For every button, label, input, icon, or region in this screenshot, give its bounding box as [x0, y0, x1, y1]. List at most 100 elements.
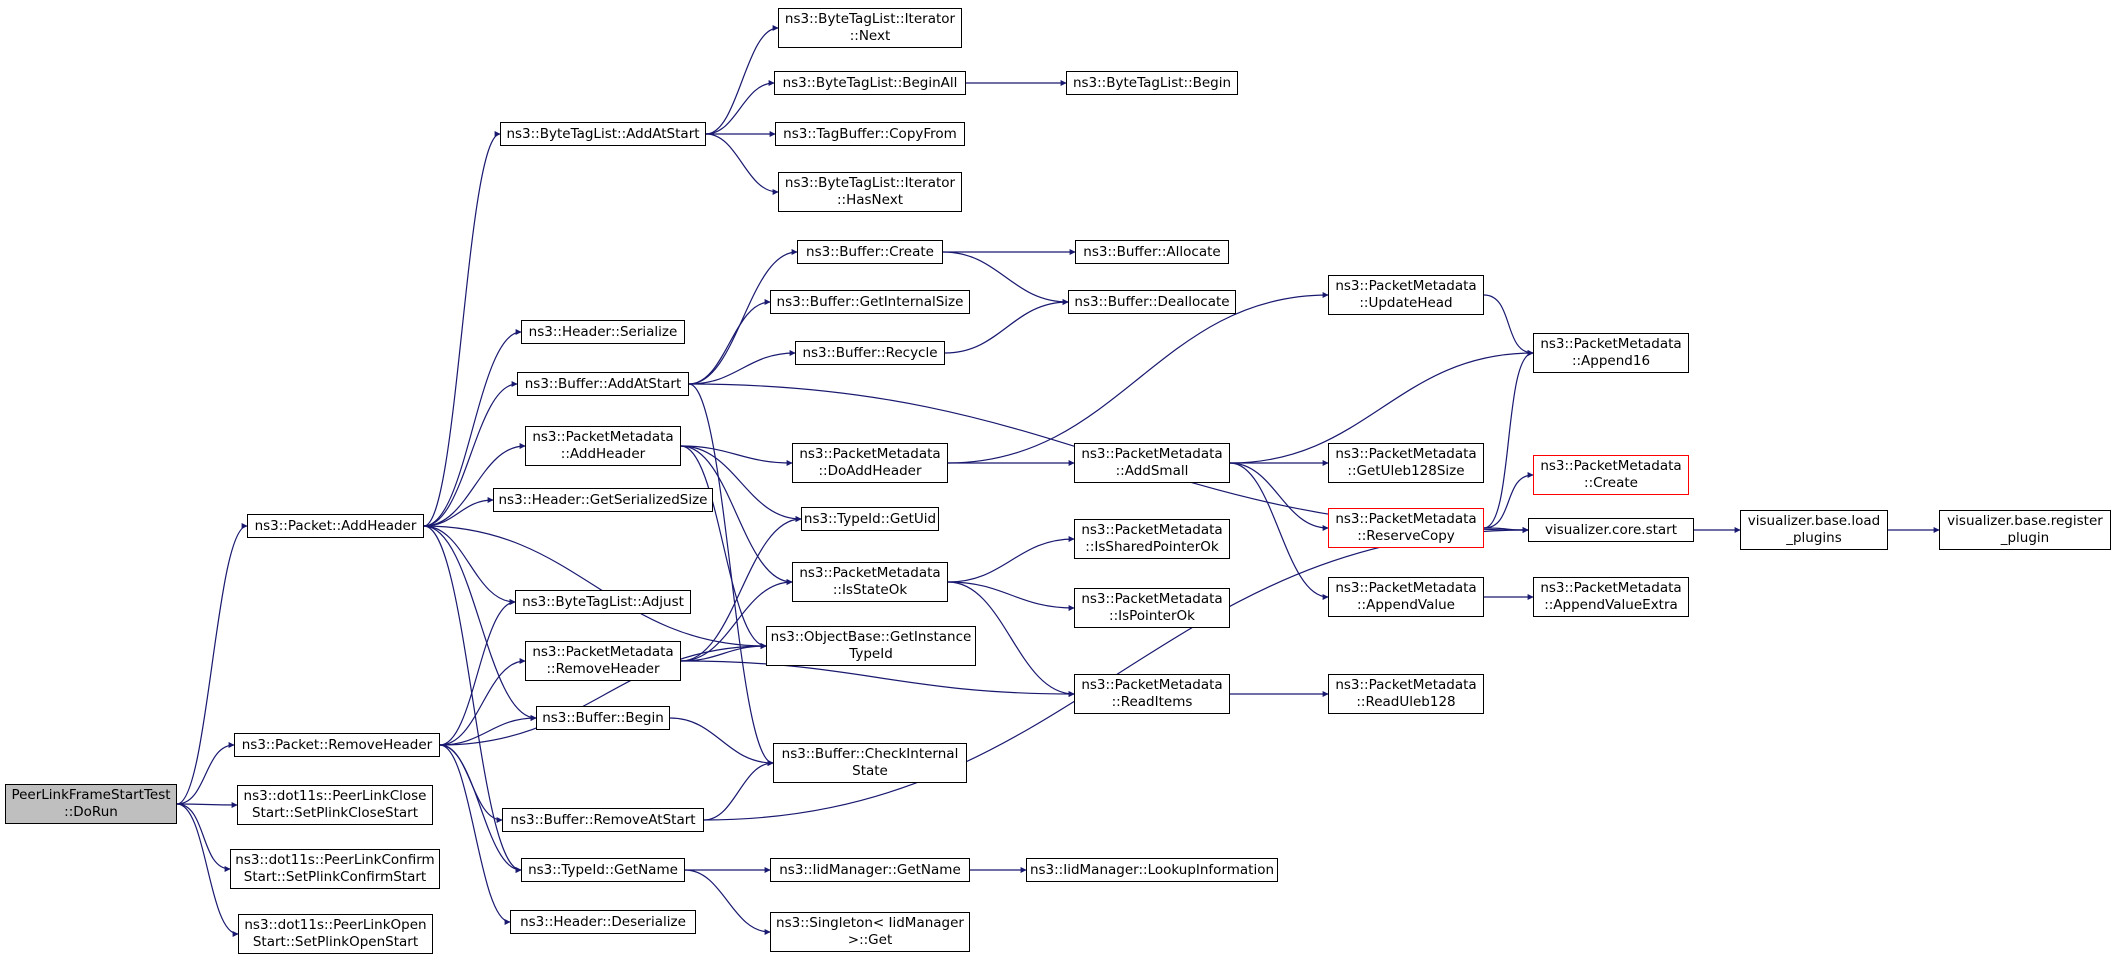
node-iidmanager-getname[interactable]: ns3::IidManager::GetName: [770, 858, 970, 882]
node-label-line: TypeId: [849, 646, 893, 662]
node-buffer-getinternalsize[interactable]: ns3::Buffer::GetInternalSize: [770, 290, 970, 314]
node-label-line: ns3::PacketMetadata: [1335, 511, 1477, 527]
node-vis-base-load-plugins[interactable]: visualizer.base.load_plugins: [1740, 510, 1888, 550]
node-btl-adjust[interactable]: ns3::ByteTagList::Adjust: [515, 590, 691, 614]
node-label-line: ns3::ObjectBase::GetInstance: [770, 629, 972, 645]
node-label-line: ns3::Buffer::RemoveAtStart: [510, 811, 696, 828]
node-buffer-removeatstart[interactable]: ns3::Buffer::RemoveAtStart: [502, 808, 704, 832]
node-label-line: ::DoRun: [64, 804, 118, 820]
node-header-serialize[interactable]: ns3::Header::Serialize: [521, 320, 685, 344]
node-label-line: ns3::ByteTagList::Adjust: [522, 593, 684, 610]
node-buffer-create[interactable]: ns3::Buffer::Create: [797, 240, 943, 264]
node-buffer-begin[interactable]: ns3::Buffer::Begin: [536, 706, 670, 730]
node-packet-addheader[interactable]: ns3::Packet::AddHeader: [247, 514, 424, 538]
node-tagbuffer-copyfrom[interactable]: ns3::TagBuffer::CopyFrom: [775, 122, 965, 146]
node-pm-appendvalueextra[interactable]: ns3::PacketMetadata::AppendValueExtra: [1533, 577, 1689, 617]
edge-pm-removeheader-to-pm-isstateok: [680, 579, 793, 662]
edge-btl-addatstart-to-btl-iter-next: [705, 25, 779, 135]
edge-buffer-create-to-buffer-deallocate: [942, 251, 1069, 305]
node-pm-append16[interactable]: ns3::PacketMetadata::Append16: [1533, 333, 1689, 373]
node-buffer-deallocate[interactable]: ns3::Buffer::Deallocate: [1068, 290, 1236, 314]
node-label-line: ::ReadUleb128: [1356, 694, 1456, 710]
node-label-line: _plugin: [2000, 530, 2050, 546]
node-singleton-get[interactable]: ns3::Singleton< IidManager>::Get: [770, 912, 970, 952]
node-pm-issharedpointerok[interactable]: ns3::PacketMetadata::IsSharedPointerOk: [1074, 519, 1230, 559]
node-pm-addsmall[interactable]: ns3::PacketMetadata::AddSmall: [1074, 443, 1230, 483]
node-pm-create[interactable]: ns3::PacketMetadata::Create: [1533, 455, 1689, 495]
node-label-line: ::AppendValue: [1357, 597, 1455, 613]
node-buffer-recycle[interactable]: ns3::Buffer::Recycle: [795, 341, 945, 365]
node-pm-reservecopy[interactable]: ns3::PacketMetadata::ReserveCopy: [1328, 508, 1484, 548]
edge-pm-reservecopy-to-vis-core-start: [1483, 526, 1529, 533]
node-buffer-addatstart[interactable]: ns3::Buffer::AddAtStart: [517, 372, 689, 396]
edge-pm-isstateok-to-pm-ispointerok: [947, 581, 1075, 611]
edge-pm-addheader-to-typeid-getuid: [680, 445, 802, 522]
node-pm-getuleb128size[interactable]: ns3::PacketMetadata::GetUleb128Size: [1328, 443, 1484, 483]
node-label-line: ::IsPointerOk: [1109, 608, 1195, 624]
node-label-line: State: [852, 763, 888, 779]
node-label-line: ns3::TypeId::GetName: [528, 861, 678, 878]
node-label-line: ns3::PacketMetadata: [1335, 278, 1477, 294]
node-pm-updatehead[interactable]: ns3::PacketMetadata::UpdateHead: [1328, 275, 1484, 315]
edge-btl-addatstart-to-btl-beginall: [705, 80, 775, 135]
node-label-line: ns3::PacketMetadata: [799, 565, 941, 581]
node-label-line: ::ReadItems: [1111, 694, 1193, 710]
node-label-line: ns3::PacketMetadata: [1335, 580, 1477, 596]
node-typeid-getname[interactable]: ns3::TypeId::GetName: [521, 858, 685, 882]
node-label-line: ::DoAddHeader: [818, 463, 922, 479]
node-btl-iter-hasnext[interactable]: ns3::ByteTagList::Iterator::HasNext: [778, 172, 962, 212]
node-buffer-allocate[interactable]: ns3::Buffer::Allocate: [1075, 240, 1229, 264]
node-label-line: ns3::PacketMetadata: [1335, 446, 1477, 462]
edge-packet-removeheader-to-pm-removeheader: [439, 658, 526, 746]
node-pm-ispointerok[interactable]: ns3::PacketMetadata::IsPointerOk: [1074, 588, 1230, 628]
edge-root-to-plink-close: [176, 801, 238, 808]
node-header-deserialize[interactable]: ns3::Header::Deserialize: [510, 910, 696, 934]
node-label-line: ::HasNext: [836, 192, 903, 208]
node-label-line: ns3::TagBuffer::CopyFrom: [783, 125, 957, 142]
edge-typeid-getname-to-singleton-get: [684, 869, 771, 935]
node-btl-addatstart[interactable]: ns3::ByteTagList::AddAtStart: [500, 122, 706, 146]
edge-pm-addheader-to-pm-doaddheader: [680, 445, 793, 466]
edge-pm-isstateok-to-pm-issharedpointerok: [947, 536, 1075, 583]
node-pm-isstateok[interactable]: ns3::PacketMetadata::IsStateOk: [792, 562, 948, 602]
node-label-line: ::AddSmall: [1115, 463, 1189, 479]
node-btl-beginall[interactable]: ns3::ByteTagList::BeginAll: [774, 71, 966, 95]
node-vis-base-register-plugin[interactable]: visualizer.base.register_plugin: [1939, 510, 2111, 550]
edge-buffer-recycle-to-buffer-deallocate: [944, 299, 1069, 354]
node-label-line: ns3::dot11s::PeerLinkClose: [243, 788, 427, 804]
node-label-line: ::AppendValueExtra: [1544, 597, 1678, 613]
node-pm-addheader[interactable]: ns3::PacketMetadata::AddHeader: [525, 426, 681, 466]
node-pm-appendvalue[interactable]: ns3::PacketMetadata::AppendValue: [1328, 577, 1484, 617]
node-pm-readuleb128[interactable]: ns3::PacketMetadata::ReadUleb128: [1328, 674, 1484, 714]
node-label-line: ns3::dot11s::PeerLinkOpen: [244, 917, 427, 933]
node-header-getserializedsize[interactable]: ns3::Header::GetSerializedSize: [493, 488, 713, 512]
node-vis-core-start[interactable]: visualizer.core.start: [1528, 518, 1694, 542]
node-label-line: ns3::Buffer::Create: [806, 243, 934, 260]
node-label-line: Start::SetPlinkCloseStart: [251, 805, 418, 821]
node-label-line: ns3::Packet::RemoveHeader: [241, 736, 433, 753]
node-pm-readitems[interactable]: ns3::PacketMetadata::ReadItems: [1074, 674, 1230, 714]
edge-root-to-packet-addheader: [176, 523, 248, 805]
node-label-line: ::AddHeader: [560, 446, 646, 462]
node-packet-removeheader[interactable]: ns3::Packet::RemoveHeader: [234, 733, 440, 757]
node-label-line: visualizer.base.register: [1947, 513, 2103, 529]
node-label-line: ns3::IidManager::LookupInformation: [1029, 861, 1275, 878]
node-pm-removeheader[interactable]: ns3::PacketMetadata::RemoveHeader: [525, 641, 681, 681]
node-typeid-getuid[interactable]: ns3::TypeId::GetUid: [801, 507, 939, 531]
node-pm-doaddheader[interactable]: ns3::PacketMetadata::DoAddHeader: [792, 443, 948, 483]
edge-packet-addheader-to-btl-addatstart: [423, 131, 501, 527]
node-iidmanager-lookupinformation[interactable]: ns3::IidManager::LookupInformation: [1026, 858, 1278, 882]
node-btl-begin[interactable]: ns3::ByteTagList::Begin: [1066, 71, 1238, 95]
node-label-line: PeerLinkFrameStartTest: [11, 787, 171, 803]
node-label-line: ns3::PacketMetadata: [799, 446, 941, 462]
node-label-line: ns3::ByteTagList::AddAtStart: [506, 125, 700, 142]
node-root: PeerLinkFrameStartTest::DoRun: [5, 784, 177, 824]
node-label-line: ns3::PacketMetadata: [1335, 677, 1477, 693]
node-btl-iter-next[interactable]: ns3::ByteTagList::Iterator::Next: [778, 8, 962, 48]
